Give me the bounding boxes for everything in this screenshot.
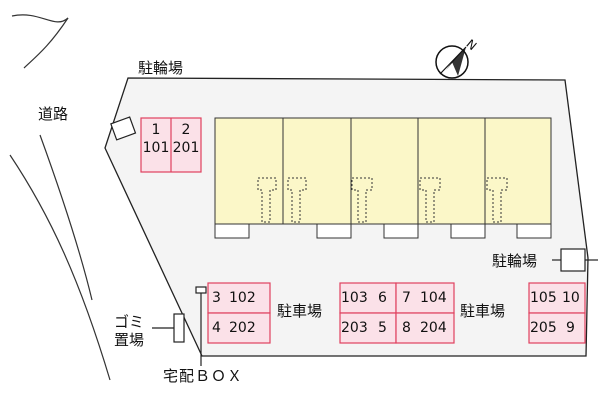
parking-number: 8 [402, 320, 411, 336]
parking-number: 3 [212, 290, 221, 306]
bike-space-1-top: 1 [151, 122, 161, 138]
delivery-box-label: 宅配ＢＯＸ [163, 367, 244, 385]
parking-room: 205 [530, 320, 557, 336]
bicycle-parking-label-right: 駐輪場 [492, 252, 538, 270]
bike-space-2-bottom: 201 [172, 140, 200, 156]
parking-label-right: 駐車場 [460, 302, 506, 320]
garbage-label-1: ゴミ [114, 313, 145, 331]
bicycle-parking-label-top: 駐輪場 [138, 59, 184, 77]
parking-number: 4 [212, 320, 221, 336]
svg-text:N: N [464, 37, 480, 53]
delivery-box [195, 286, 207, 294]
parking-number: 7 [402, 290, 411, 306]
parking-room: 104 [420, 290, 447, 306]
parking-number: 10 [562, 290, 580, 306]
parking-room: 103 [341, 290, 368, 306]
garbage-box [173, 313, 185, 343]
bike-space-2-top: 2 [181, 122, 191, 138]
parking-label-center: 駐車場 [277, 302, 323, 320]
garbage-label-2: 置場 [114, 331, 145, 349]
road-label: 道路 [38, 105, 69, 123]
road-edge-inner [39, 134, 93, 301]
parking-room: 105 [530, 290, 557, 306]
parking-room: 204 [420, 320, 447, 336]
building [214, 117, 552, 239]
north-arrow-icon: N [435, 37, 480, 79]
parking-number: 9 [566, 320, 575, 336]
parking-spaces [207, 282, 586, 344]
bike-space-1-bottom: 101 [142, 140, 170, 156]
bike-box-top [110, 116, 137, 141]
road-curve-2 [23, 17, 69, 69]
parking-room: 102 [229, 290, 256, 306]
parking-room: 202 [229, 320, 256, 336]
bike-spaces [140, 117, 202, 173]
bike-box-right [560, 248, 586, 272]
parking-number: 5 [378, 320, 387, 336]
parking-number: 6 [378, 290, 387, 306]
road-edge-left [9, 154, 111, 381]
parking-room: 203 [341, 320, 368, 336]
road-curve [11, 14, 69, 23]
